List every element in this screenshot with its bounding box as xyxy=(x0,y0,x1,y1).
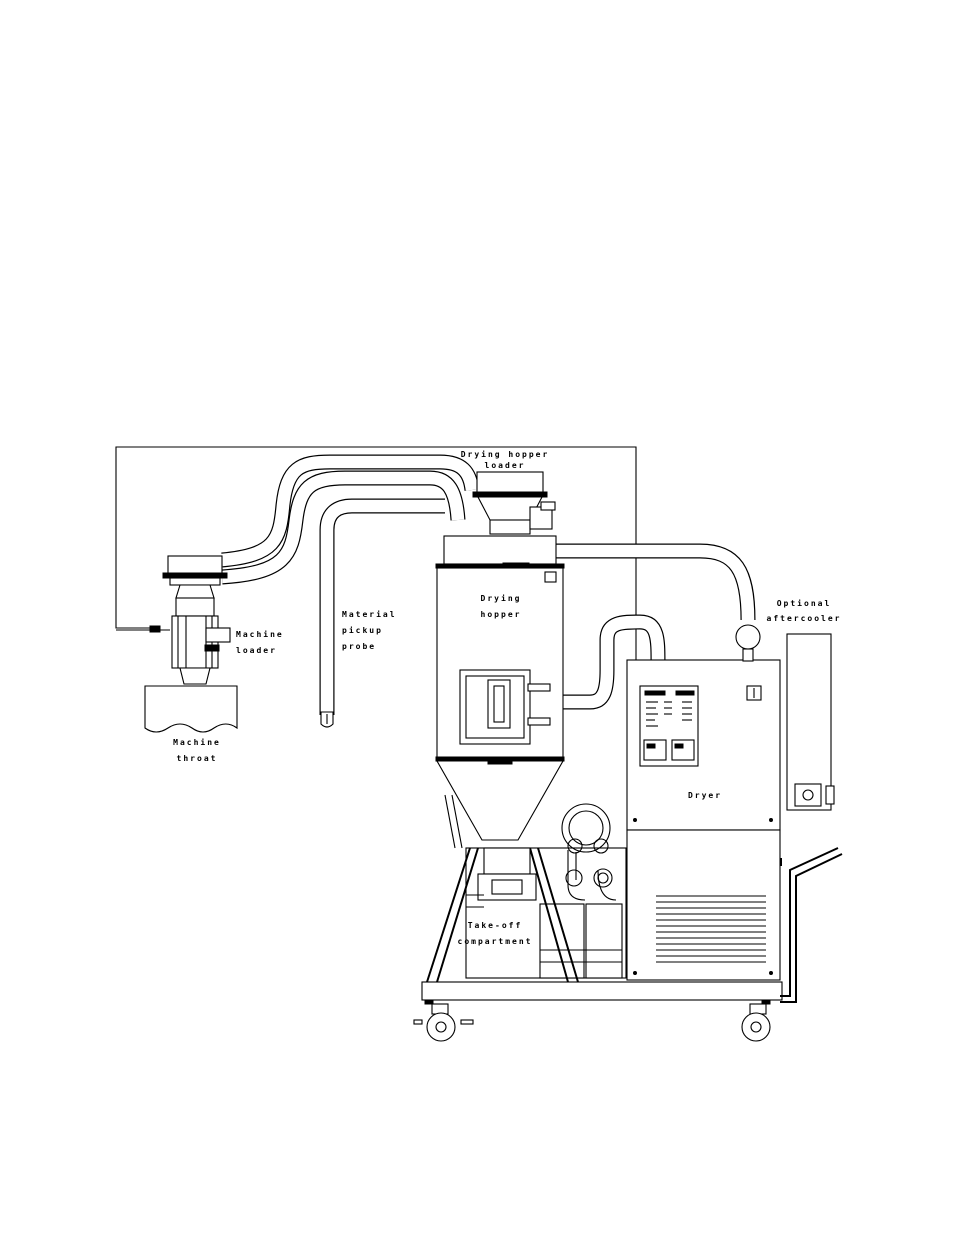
drying-hopper xyxy=(435,535,565,841)
label-optional-aftercooler-2: aftercooler xyxy=(767,614,842,623)
label-material-pickup-probe-1: Material xyxy=(342,609,397,619)
dryer-vents xyxy=(656,895,766,963)
label-drying-hopper-1: Drying xyxy=(481,593,522,603)
label-take-off-compartment-1: Take-off xyxy=(468,921,523,930)
label-machine-throat-2: throat xyxy=(177,754,218,763)
aftercooler xyxy=(735,624,835,811)
machine-loader xyxy=(149,555,231,685)
dryer-cabinet xyxy=(626,659,781,981)
labels: Drying hopper loader Drying hopper Machi… xyxy=(173,449,842,946)
casters xyxy=(413,999,771,1042)
label-drying-hopper-loader-2: loader xyxy=(485,461,526,470)
label-drying-hopper-2: hopper xyxy=(481,610,522,619)
label-machine-throat-1: Machine xyxy=(173,737,221,747)
label-machine-loader-1: Machine xyxy=(236,629,284,639)
label-drying-hopper-loader-1: Drying hopper xyxy=(461,449,550,459)
label-machine-loader-2: loader xyxy=(236,646,277,655)
control-wire xyxy=(115,446,637,662)
label-dryer: Dryer xyxy=(688,791,722,800)
label-optional-aftercooler-1: Optional xyxy=(777,598,832,608)
label-take-off-compartment-2: compartment xyxy=(458,937,533,946)
conveying-hoses xyxy=(221,454,756,728)
label-material-pickup-probe-2: pickup xyxy=(342,625,383,635)
machine-throat xyxy=(144,685,238,733)
label-material-pickup-probe-3: probe xyxy=(342,642,376,651)
cart-frame xyxy=(421,794,843,1003)
drying-hopper-loader xyxy=(472,471,556,535)
